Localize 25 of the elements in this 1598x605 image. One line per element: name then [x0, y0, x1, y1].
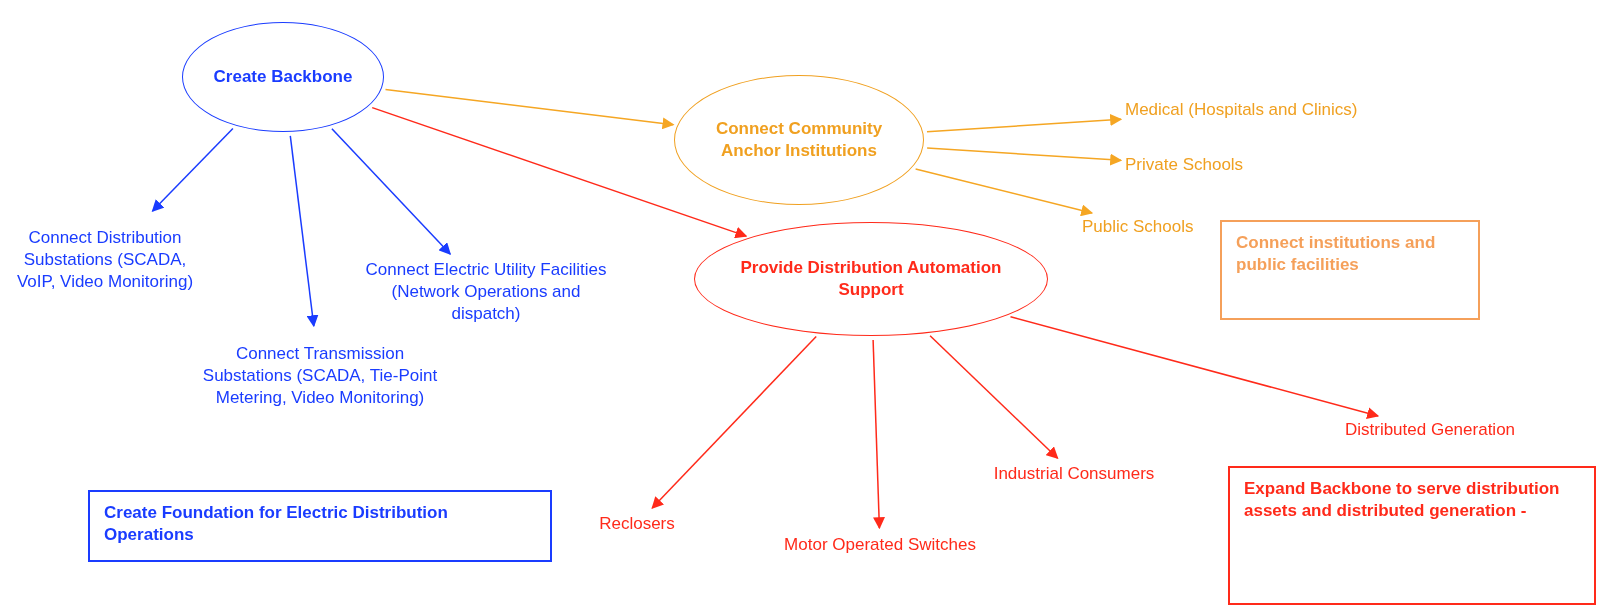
node-label: Industrial Consumers	[978, 461, 1170, 487]
arrow	[926, 114, 1123, 133]
node-label: Connect Distribution Substations (SCADA, VoIP, Video Monitoring)	[5, 214, 205, 306]
note-box: Connect institutions and public facilities	[1220, 220, 1480, 320]
node-label: Motor Operated Switches	[762, 532, 998, 558]
node-label: Public Schools	[1082, 214, 1214, 240]
note-box: Expand Backbone to serve distribution assets and distributed generation -	[1228, 466, 1596, 605]
node-label: Medical (Hospitals and Clinics)	[1125, 97, 1405, 123]
arrow	[651, 335, 817, 509]
arrow	[1009, 315, 1380, 419]
node-label: Connect Transmission Substations (SCADA, Tie-Point Metering, Video Monitoring)	[198, 330, 442, 422]
node-label: Distributed Generation	[1326, 417, 1534, 443]
arrow	[384, 88, 675, 130]
arrow	[331, 128, 451, 255]
arrow	[914, 168, 1094, 217]
arrow	[371, 106, 748, 239]
node-label: Private Schools	[1125, 152, 1265, 178]
arrow	[289, 135, 319, 328]
arrow	[151, 127, 234, 212]
node-label: Connect Electric Utility Facilities (Network Operations and dispatch)	[365, 257, 607, 327]
arrow	[926, 147, 1123, 166]
note-box: Create Foundation for Electric Distribution Operations	[88, 490, 552, 562]
node-label: Reclosers	[592, 511, 682, 537]
arrow	[872, 339, 886, 530]
arrow	[929, 335, 1059, 460]
